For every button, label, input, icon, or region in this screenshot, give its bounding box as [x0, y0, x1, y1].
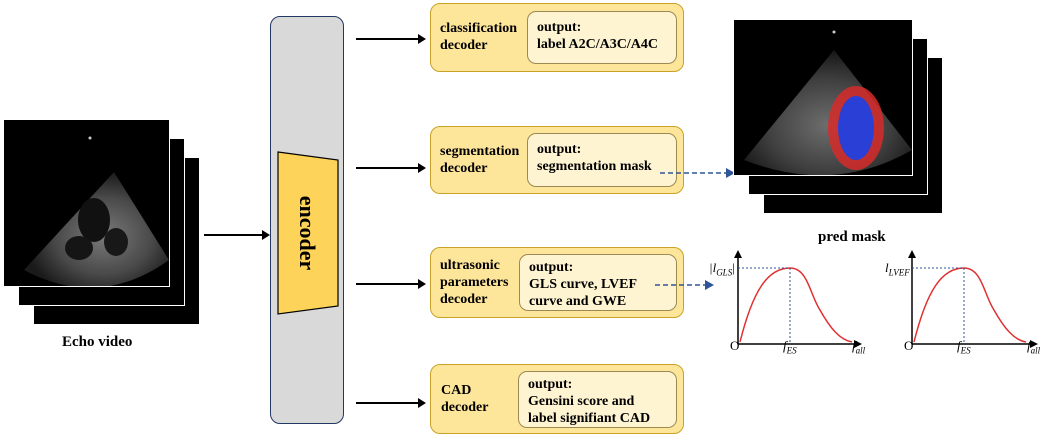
dashed-arrow-to-mask: [660, 168, 735, 178]
gls-x-end-label: fall: [852, 338, 866, 356]
pred-mask-label: pred mask: [818, 229, 886, 245]
segmentation-output: output: segmentation mask: [527, 133, 677, 187]
classification-output: output: label A2C/A3C/A4C: [527, 11, 677, 64]
gls-curve-plot: [734, 250, 862, 348]
lvef-curve-plot: [908, 250, 1038, 348]
encoder-trapezoid: [277, 151, 339, 315]
pred-mask-image: [744, 30, 912, 175]
arrow-echo-to-encoder: [204, 230, 270, 240]
gls-origin-label: O: [730, 338, 740, 353]
ultrasonic-output: output: GLS curve, LVEF curve and GWE: [519, 254, 677, 311]
lvef-x-mid-label: fES: [957, 338, 971, 356]
dashed-arrow-to-curves: [655, 280, 714, 290]
gls-y-label: |lGLS|: [709, 260, 735, 278]
echo-frame-front: [3, 119, 170, 287]
mask-frame-front: [733, 19, 913, 176]
echo-video-label: Echo video: [62, 334, 133, 350]
lvef-x-end-label: fall: [1027, 338, 1041, 356]
lvef-origin-label: O: [904, 338, 914, 353]
gls-x-mid-label: fES: [783, 338, 797, 356]
encoder-label: encoder: [295, 195, 320, 271]
arrows-encoder-to-decoders: [356, 34, 426, 408]
cad-output: output: Gensini score and label signifia…: [518, 371, 677, 428]
echo-image: [24, 136, 169, 286]
lvef-y-label: lLVEF: [885, 260, 910, 278]
